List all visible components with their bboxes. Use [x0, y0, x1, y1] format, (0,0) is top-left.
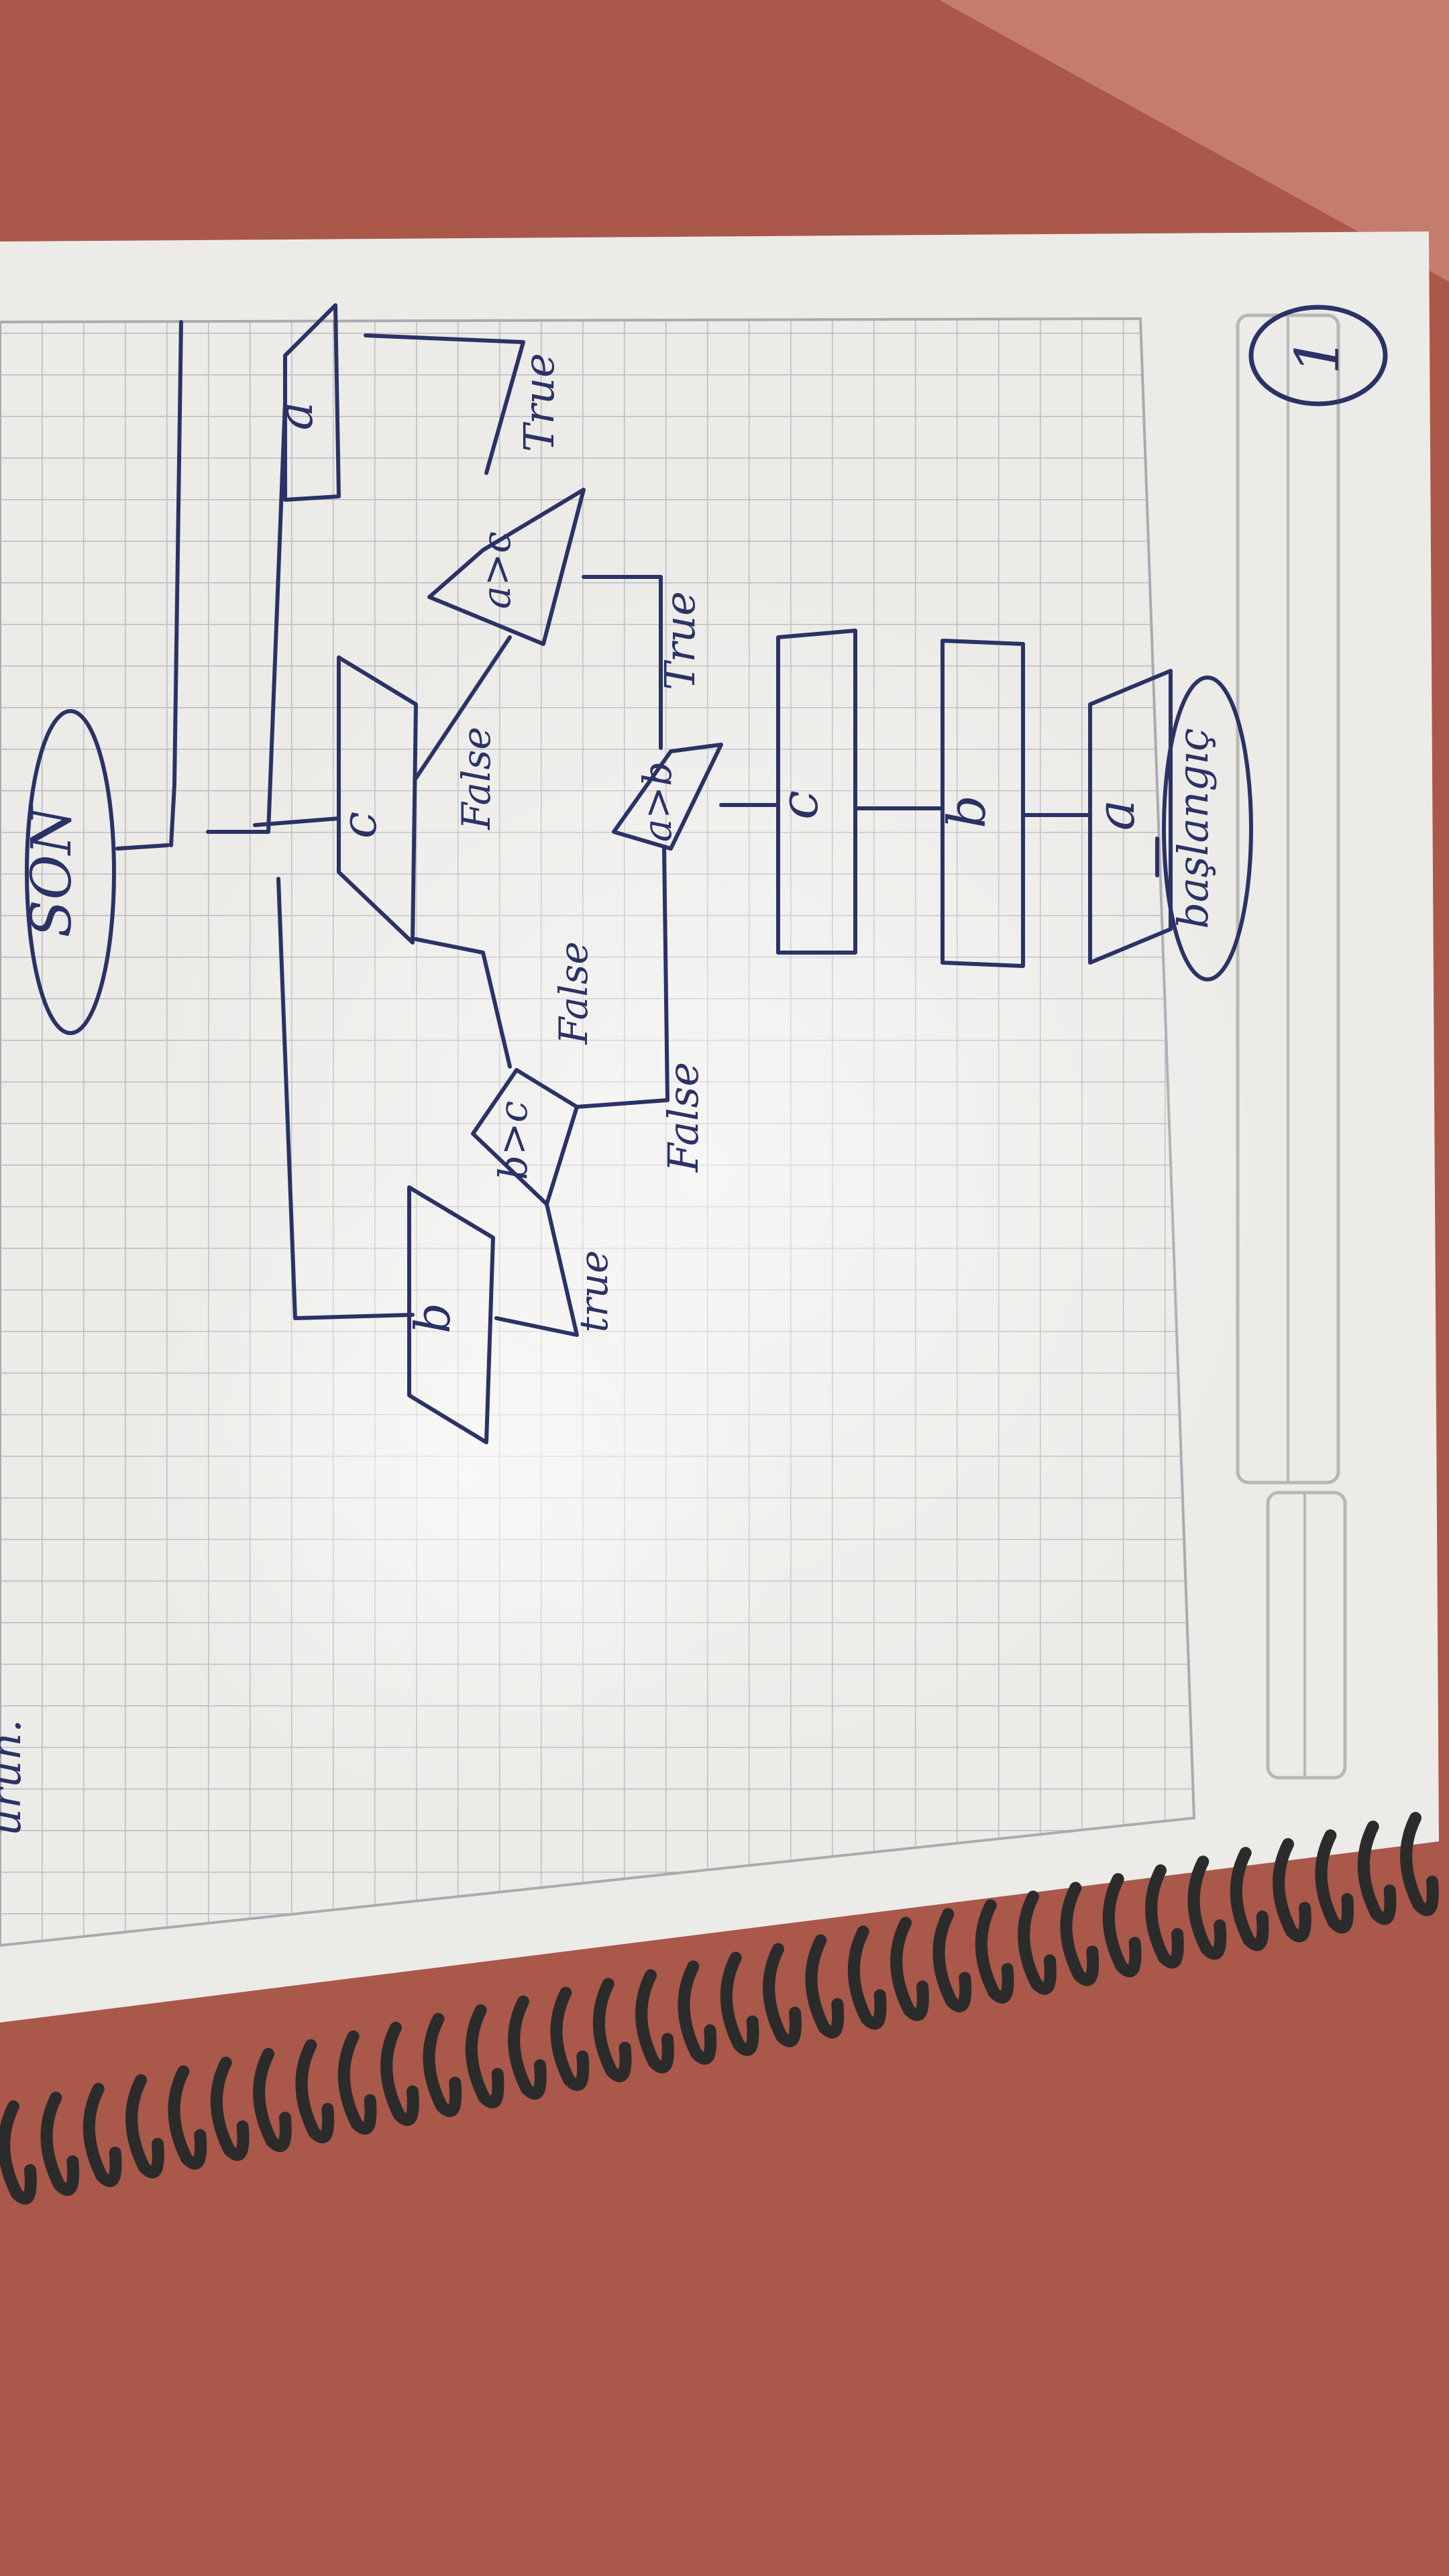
- spiral-coil: [763, 1943, 802, 2047]
- decision-b-gt-c-label: b>c: [490, 1101, 536, 1180]
- spiral-coil: [125, 2074, 164, 2179]
- spiral-coil: [1315, 1829, 1354, 1934]
- spiral-coil: [805, 1934, 845, 2039]
- spiral-coil: [83, 2082, 122, 2188]
- input-b-label: b: [937, 795, 998, 828]
- spiral-coil: [975, 1899, 1014, 2004]
- decision-a-gt-c: [427, 488, 586, 646]
- input-a-label: a: [1086, 800, 1146, 831]
- spiral-coil: [635, 1969, 674, 2074]
- spiral-coil: [210, 2056, 250, 2161]
- spiral-coil: [40, 2091, 80, 2196]
- page-number-circle: [1248, 305, 1388, 407]
- label-a-gt-b-false: False: [659, 1062, 708, 1173]
- input-a-shape: [1088, 669, 1173, 965]
- spiral-coil: [380, 2021, 419, 2126]
- spiral-coil: [168, 2065, 207, 2170]
- input-c-label: c: [769, 790, 830, 820]
- spiral-coil: [423, 2012, 462, 2117]
- decision-a-gt-b: [612, 743, 723, 851]
- flowchart: [25, 303, 1253, 1444]
- spiral-coil: [1145, 1864, 1184, 1969]
- output-c-shape: [337, 655, 418, 945]
- spiral-coil: [720, 1951, 759, 2056]
- spiral-coil: [1018, 1890, 1057, 1995]
- spiral-coil: [890, 1917, 929, 2021]
- spiral-binding: [0, 1812, 1439, 2205]
- decision-a-gt-b-label: a>b: [635, 761, 680, 842]
- spiral-coil: [0, 2100, 37, 2205]
- start-oval: [1162, 676, 1253, 981]
- footer-scribble: urün.: [0, 1719, 31, 1837]
- spiral-coil: [847, 1925, 887, 2030]
- end-oval: [25, 709, 116, 1035]
- spiral-coil: [1400, 1812, 1439, 1917]
- flowchart-labels: başlangıç a b c a>b a>c b>c a c b True F…: [0, 353, 1218, 1836]
- decision-b-gt-c: [471, 1068, 579, 1206]
- input-b-shape: [941, 639, 1025, 968]
- spiral-coil: [1273, 1838, 1311, 1943]
- spiral-coil: [1187, 1856, 1227, 1960]
- label-a-gt-c-true: True: [515, 353, 564, 452]
- spiral-coil: [465, 2004, 504, 2108]
- output-b-shape: [407, 1185, 495, 1444]
- decision-a-gt-c-label: a>c: [474, 531, 519, 609]
- spiral-coil: [550, 1986, 590, 2091]
- output-b-label: b: [405, 1303, 461, 1334]
- spiral-coil: [508, 1995, 547, 2100]
- label-a-gt-b-true: True: [655, 591, 704, 690]
- label-b-gt-c-false: False: [551, 941, 596, 1045]
- label-b-gt-c-true: true: [571, 1250, 616, 1333]
- end-label: SON: [20, 804, 84, 937]
- label-a-gt-c-false: False: [453, 727, 499, 830]
- spiral-coil: [592, 1978, 632, 2082]
- spiral-coil: [1357, 1821, 1397, 1925]
- output-a-label: a: [267, 402, 323, 431]
- output-c-label: c: [331, 812, 387, 839]
- spiral-coil: [295, 2039, 335, 2143]
- spiral-coil: [337, 2030, 377, 2135]
- start-label: başlangıç: [1169, 728, 1218, 928]
- header-band-short: [1266, 1491, 1347, 1780]
- spiral-coil: [1102, 1873, 1142, 1978]
- spiral-coil: [1230, 1847, 1269, 1951]
- spiral-coil: [932, 1908, 972, 2012]
- page-number: 1: [1283, 336, 1353, 374]
- spiral-coil: [253, 2047, 292, 2153]
- input-c-shape: [776, 629, 857, 955]
- spiral-coil: [678, 1960, 717, 2065]
- spiral-coil: [1060, 1882, 1099, 1986]
